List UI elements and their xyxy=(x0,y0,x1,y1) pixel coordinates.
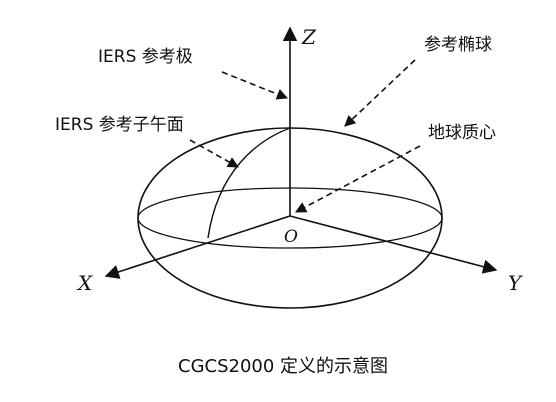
reference-meridian-arc xyxy=(207,127,291,239)
x-axis xyxy=(104,215,291,279)
y-axis-label: Y xyxy=(508,271,523,295)
x-axis-label: X xyxy=(76,271,93,295)
z-axis-label: Z xyxy=(301,25,317,49)
geocenter-label: 地球质心 xyxy=(428,123,496,143)
y-axis xyxy=(289,215,498,274)
ellipsoid-label: 参考椭球 xyxy=(424,35,492,55)
figure-caption: CGCS2000 定义的示意图 xyxy=(178,356,388,377)
iers-meridian-leader xyxy=(189,139,239,168)
iers-pole-leader xyxy=(221,71,289,100)
ellipsoid-leader xyxy=(344,59,416,127)
iers-meridian-label: IERS 参考子午面 xyxy=(55,115,184,135)
iers-pole-label: IERS 参考极 xyxy=(98,47,193,67)
equator-front-arc xyxy=(137,217,443,249)
geocenter-leader xyxy=(295,145,421,213)
origin-label: O xyxy=(284,227,298,247)
